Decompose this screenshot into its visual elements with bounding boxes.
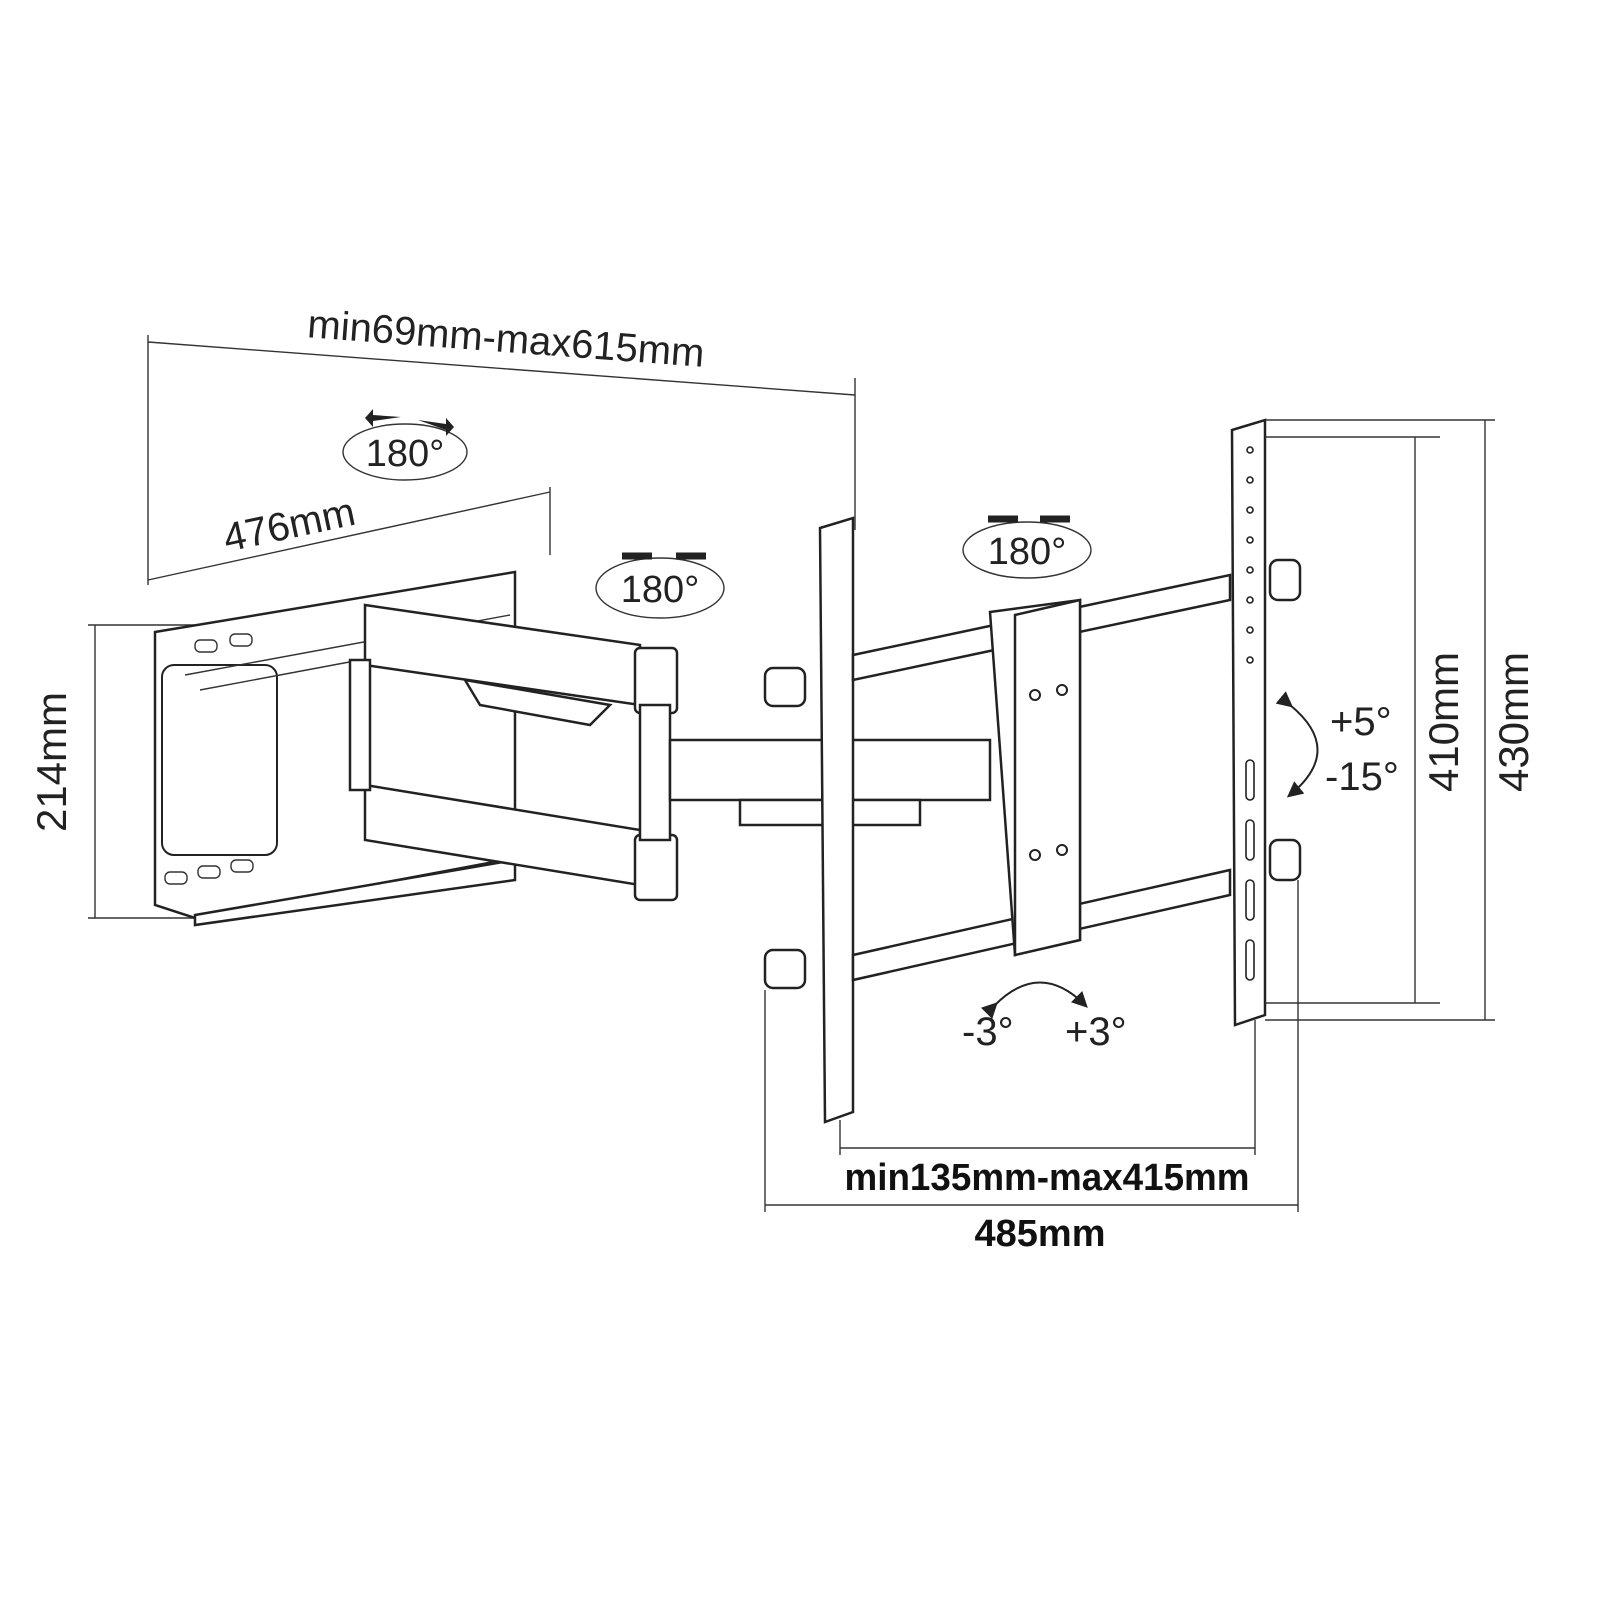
svg-text:-3°: -3° bbox=[962, 1010, 1014, 1054]
swivel-wall-badge: 180° bbox=[342, 409, 468, 481]
svg-text:410mm: 410mm bbox=[1420, 652, 1467, 792]
svg-text:180°: 180° bbox=[988, 531, 1067, 573]
svg-text:+3°: +3° bbox=[1065, 1010, 1127, 1054]
svg-text:-15°: -15° bbox=[1325, 755, 1399, 799]
svg-text:+5°: +5° bbox=[1330, 700, 1392, 744]
swivel-tv-badge: 180° bbox=[962, 515, 1092, 579]
tv-bracket-left bbox=[763, 516, 855, 1124]
tilt-indicator: +5° -15° bbox=[1275, 691, 1399, 799]
svg-text:min135mm-max415mm: min135mm-max415mm bbox=[845, 1157, 1250, 1199]
width-dimensions: min135mm-max415mm 485mm bbox=[764, 880, 1299, 1255]
svg-text:214mm: 214mm bbox=[28, 692, 75, 832]
height-dimensions: 410mm 430mm bbox=[1265, 419, 1537, 1021]
level-adjust-indicator: -3° +3° bbox=[962, 981, 1127, 1054]
center-tilt-plate bbox=[988, 598, 1082, 957]
svg-text:180°: 180° bbox=[621, 569, 700, 611]
svg-text:485mm: 485mm bbox=[975, 1213, 1106, 1255]
swivel-arm-badge: 180° bbox=[595, 552, 725, 619]
svg-text:180°: 180° bbox=[366, 433, 445, 475]
svg-text:430mm: 430mm bbox=[1490, 652, 1537, 792]
tv-bracket-right bbox=[1230, 418, 1267, 1027]
wall-plate-height-dimension: 214mm bbox=[28, 624, 200, 919]
